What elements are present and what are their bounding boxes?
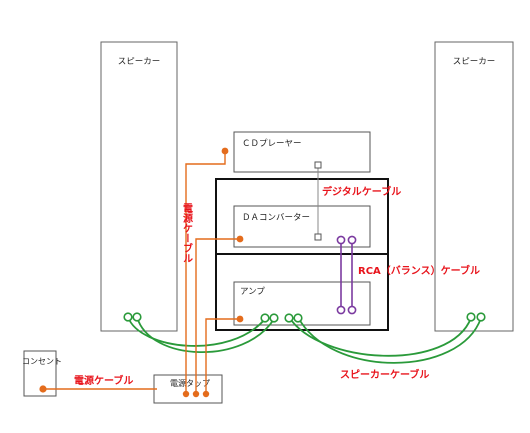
rca-cable (336, 235, 357, 315)
dac-power-plug (236, 235, 244, 243)
rca-cable-label: RCA（バランス）ケーブル (358, 264, 480, 277)
digital-port-cd (314, 161, 322, 169)
digital-cable (314, 161, 322, 241)
amp-label: アンプ (240, 287, 265, 297)
power-strip-label: 電源タップ (170, 379, 210, 388)
rca-jack-amp-l (336, 305, 346, 315)
amp-power-plug (236, 315, 244, 323)
rca-jack-amp-r (347, 305, 357, 315)
da-converter-label: ＤＡコンバーター (242, 213, 310, 223)
cd-player-label: ＣＤプレーヤー (242, 139, 302, 149)
power-cable-vertical-label: 電源ケーブル (181, 203, 193, 263)
power-cables (43, 151, 240, 393)
speaker-cable-label: スピーカーケーブル (340, 368, 429, 381)
power-strip-box: 電源タップ (153, 374, 223, 404)
cd-power-plug (221, 147, 229, 155)
speaker-right-label: スピーカー (453, 57, 496, 67)
digital-port-dac (314, 233, 322, 241)
digital-cable-label: デジタルケーブル (322, 185, 401, 198)
speaker-right: スピーカー (434, 41, 514, 332)
outlet-label: コンセント (22, 357, 62, 366)
speaker-left: スピーカー (100, 41, 178, 332)
power-plugs (39, 147, 244, 398)
speaker-terminals (123, 312, 486, 323)
speaker-left-label: スピーカー (118, 57, 161, 67)
cd-player-box: ＣＤプレーヤー (233, 131, 371, 173)
outlet-plug (39, 385, 47, 393)
speaker-cables (127, 316, 482, 364)
rca-jack-dac-l (336, 235, 346, 245)
power-cable-label: 電源ケーブル (74, 374, 133, 387)
rca-jack-dac-r (347, 235, 357, 245)
da-converter-box: ＤＡコンバーター (233, 205, 371, 248)
